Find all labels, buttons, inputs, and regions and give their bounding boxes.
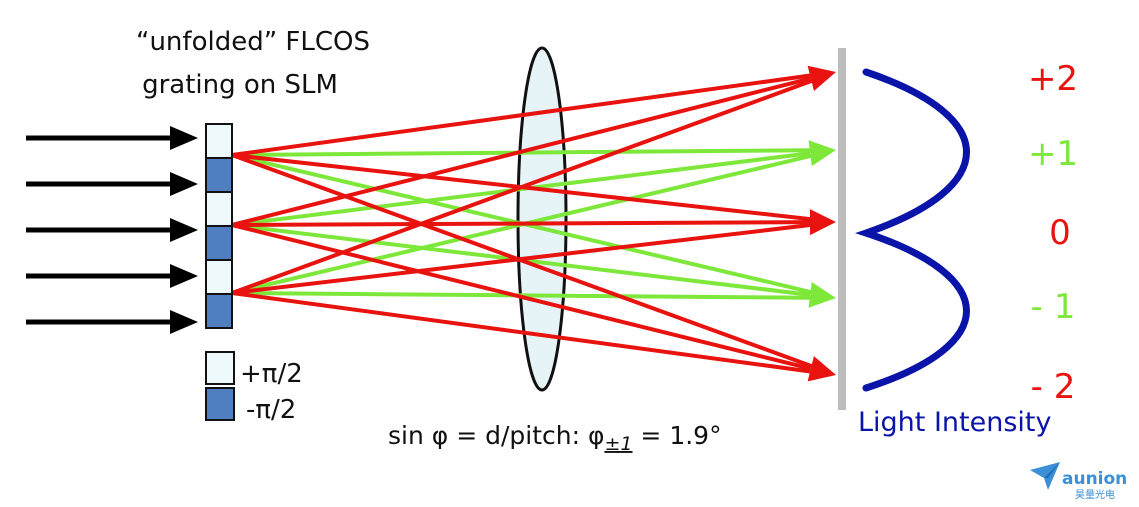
beam-arrowhead <box>807 356 836 382</box>
screen-bar <box>838 48 846 410</box>
order-label: +1 <box>1028 134 1078 174</box>
slm-pixel-minus <box>205 157 233 193</box>
legend-minus-label: -π/2 <box>246 395 296 425</box>
input-beam-arrowhead <box>170 218 198 242</box>
beam-ray <box>231 76 812 227</box>
slm-pixel-plus <box>205 123 233 159</box>
input-beam-arrowhead <box>170 264 198 288</box>
order-label: - 2 <box>1031 367 1076 407</box>
order-label: - 1 <box>1031 287 1076 327</box>
title-line-2: grating on SLM <box>142 70 338 100</box>
order-labels: +2 +1 0 - 1 - 2 <box>1028 59 1078 407</box>
beam-ray <box>231 220 811 227</box>
slm-grating <box>205 123 233 329</box>
beam-ray <box>231 153 813 368</box>
legend-swatch-minus <box>205 387 235 421</box>
slm-pixel-minus <box>205 225 233 261</box>
formula: sin φ = d/pitch: φ±1 = 1.9° <box>388 421 722 455</box>
beam-arrowhead <box>808 140 836 167</box>
input-beam-arrowhead <box>170 172 198 196</box>
title-line-1: “unfolded” FLCOS <box>136 27 370 57</box>
phase-legend: +π/2 -π/2 <box>205 351 303 425</box>
intensity-curve <box>855 68 970 392</box>
input-beam-arrowhead <box>170 310 198 334</box>
beam-ray <box>231 153 811 222</box>
beam-ray <box>231 291 811 374</box>
beam-arrowhead <box>807 65 836 91</box>
order-label: +2 <box>1028 59 1078 99</box>
beam-ray <box>231 223 812 371</box>
slm-pixel-minus <box>205 293 233 329</box>
legend-plus-label: +π/2 <box>240 359 303 389</box>
beam-arrowhead <box>809 209 836 236</box>
input-beam-arrowhead <box>170 126 198 150</box>
beam-ray <box>231 73 811 157</box>
formula-suffix: = 1.9° <box>632 421 721 450</box>
input-beams <box>26 126 198 334</box>
diffracted-beams <box>231 65 836 382</box>
formula-subscript: ±1 <box>604 433 632 455</box>
aunion-logo-icon <box>1030 462 1060 490</box>
formula-prefix: sin φ = d/pitch: φ <box>388 421 604 450</box>
slm-pixel-plus <box>205 259 233 295</box>
aunion-logo: aunion 昊量光电 <box>1030 462 1127 501</box>
slm-pixel-plus <box>205 191 233 227</box>
beam-arrowhead <box>808 281 836 308</box>
light-intensity-label: Light Intensity <box>858 407 1052 438</box>
legend-swatch-plus <box>205 351 235 385</box>
order-label: 0 <box>1049 213 1071 253</box>
logo-subtext: 昊量光电 <box>1075 488 1115 501</box>
logo-name: aunion <box>1062 469 1127 489</box>
